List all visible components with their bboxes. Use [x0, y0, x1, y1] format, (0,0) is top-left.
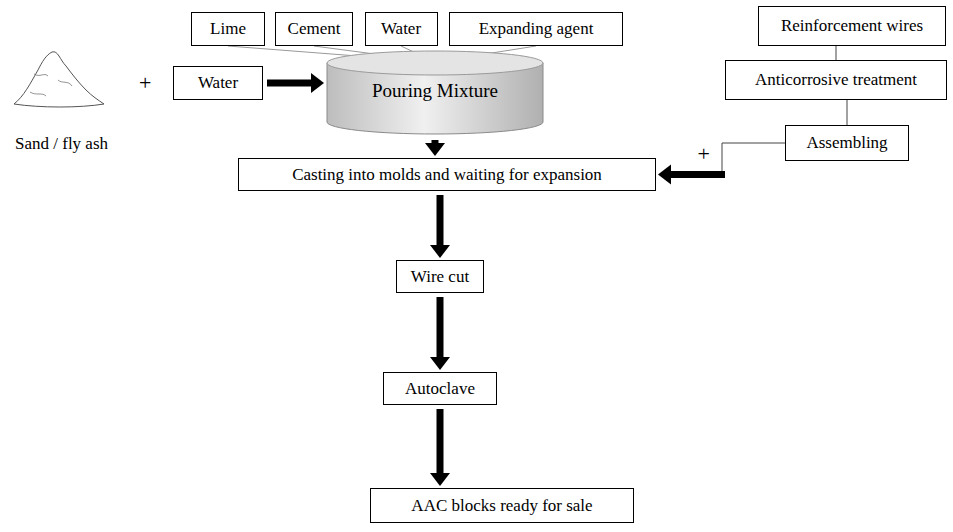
box-text: Anticorrosive treatment — [755, 70, 917, 90]
box-text: Pouring Mixture — [372, 80, 498, 102]
arrow-head — [430, 245, 450, 258]
box-text: Cement — [288, 19, 341, 39]
process-box: Anticorrosive treatment — [725, 60, 947, 100]
ingredient-box: Lime — [191, 12, 265, 46]
link-line — [836, 46, 837, 60]
box-text: AAC blocks ready for sale — [411, 496, 592, 516]
box-text: Water — [381, 19, 421, 39]
connector — [658, 143, 785, 185]
box-text: Assembling — [806, 133, 887, 153]
sand-texture — [30, 74, 72, 96]
material-label: Sand / fly ash — [15, 134, 108, 154]
connector — [430, 409, 450, 486]
ingredient-box: Expanding agent — [449, 12, 623, 46]
connector — [430, 297, 450, 370]
box-text: Reinforcement wires — [781, 16, 923, 36]
arrow-head — [311, 73, 324, 93]
process-box: Reinforcement wires — [758, 6, 946, 46]
box-text: Lime — [210, 19, 246, 39]
result-box: AAC blocks ready for sale — [370, 488, 634, 523]
connector — [836, 46, 837, 60]
link-line — [722, 143, 785, 144]
ingredient-box: Water — [173, 66, 263, 100]
sand-pile — [14, 52, 104, 107]
arrow-shaft — [267, 80, 312, 87]
arrow-head — [425, 143, 445, 156]
box-text: Water — [198, 73, 238, 93]
arrow-head — [430, 473, 450, 486]
box-text: Wire cut — [411, 267, 469, 287]
ingredient-box: Cement — [275, 12, 353, 46]
link-line — [847, 100, 848, 125]
arrow-head — [430, 357, 450, 370]
arrow-head — [658, 165, 671, 185]
connector — [267, 73, 324, 93]
box-text: Autoclave — [405, 379, 475, 399]
arrow-shaft — [437, 409, 444, 474]
connector — [847, 100, 848, 125]
link-line — [722, 143, 723, 171]
box-text: Expanding agent — [479, 19, 594, 39]
box-text: Casting into molds and waiting for expan… — [292, 165, 602, 185]
connector — [430, 195, 450, 258]
cylinder-top — [327, 51, 543, 75]
arrow-shaft — [670, 171, 725, 178]
connector — [425, 140, 445, 156]
process-box: Wire cut — [396, 260, 484, 293]
mixer-cylinder: Pouring Mixture — [326, 50, 544, 136]
process-box: Assembling — [785, 125, 909, 161]
plus-sign: + — [139, 70, 151, 96]
process-box: Autoclave — [383, 372, 497, 405]
process-box: Casting into molds and waiting for expan… — [238, 158, 656, 191]
edge-label: + — [698, 141, 710, 167]
ingredient-box: Water — [365, 12, 438, 46]
arrow-shaft — [437, 195, 444, 246]
arrow-shaft — [437, 297, 444, 358]
